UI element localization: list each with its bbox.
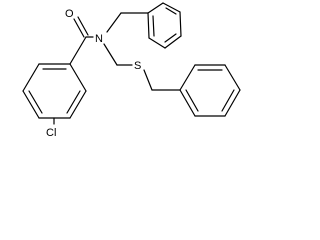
s-ch2-bond	[143, 69, 153, 91]
oxygen-label: O	[65, 8, 74, 20]
chlorine-label: Cl	[46, 127, 56, 139]
ring-carbonyl-bond	[69, 36, 87, 65]
chlorophenyl-ring	[22, 63, 87, 119]
sulfur-label: S	[134, 60, 141, 72]
n-ch2-s-bond	[103, 43, 118, 66]
chemical-structure: O N S Cl	[22, 2, 241, 139]
lower-phenyl-ring	[179, 64, 241, 117]
n-ch2-bond	[106, 12, 122, 33]
nitrogen-label: N	[95, 33, 103, 45]
carbonyl-double-bond-b	[77, 16, 89, 36]
carbonyl-double-bond-a	[73, 18, 85, 38]
top-phenyl-ring	[147, 2, 182, 49]
